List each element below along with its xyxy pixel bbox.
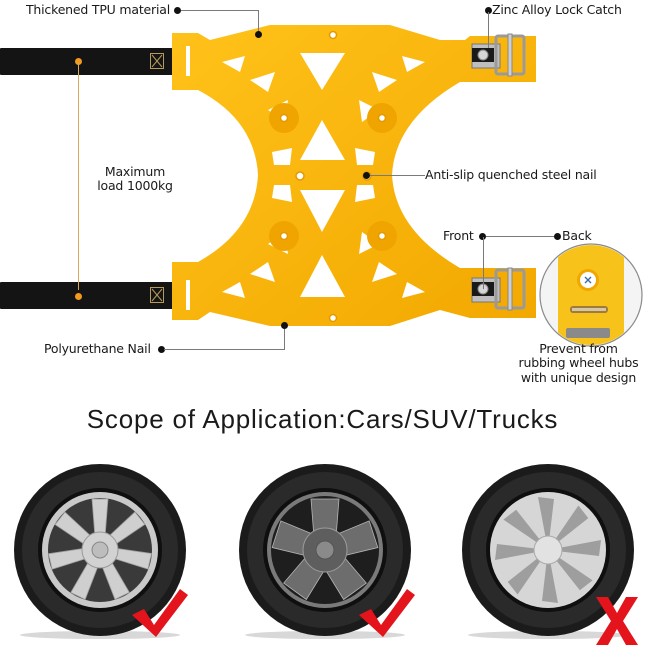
prevent-line-1: Prevent from bbox=[539, 341, 618, 356]
nail-callout-dot bbox=[363, 172, 370, 179]
load-callout-dot bbox=[75, 58, 82, 65]
max-load-label: Maximum load 1000kg bbox=[90, 164, 180, 194]
back-label: Back bbox=[562, 228, 592, 243]
polyurethane-nail-label: Polyurethane Nail bbox=[44, 341, 151, 356]
prevent-rubbing-label: Prevent from rubbing wheel hubs with uni… bbox=[512, 341, 645, 385]
check-mark-icon bbox=[359, 589, 415, 637]
tpu-callout-dot bbox=[174, 7, 181, 14]
lock-catch-label: Zinc Alloy Lock Catch bbox=[492, 2, 622, 17]
strap-logo-icon bbox=[150, 287, 164, 303]
back-callout-dot bbox=[554, 233, 561, 240]
nail-callout-line bbox=[370, 175, 425, 176]
anti-slip-nail-label: Anti-slip quenched steel nail bbox=[425, 167, 597, 182]
scope-headline: Scope of Application:Cars/SUV/Trucks bbox=[86, 404, 559, 434]
load-callout-line bbox=[78, 62, 79, 290]
strap-logo-icon bbox=[150, 53, 164, 69]
back-detail-magnifier bbox=[539, 243, 643, 347]
zinc-alloy-lock-catch-top bbox=[471, 33, 526, 77]
zinc-alloy-lock-catch-bottom bbox=[471, 267, 526, 311]
snow-chain-plate bbox=[172, 25, 536, 326]
max-load-line-1: Maximum bbox=[104, 164, 166, 179]
prevent-line-3: with unique design bbox=[520, 369, 637, 385]
top-strap bbox=[0, 48, 186, 75]
poly-callout-dot bbox=[281, 322, 288, 329]
tpu-callout-line bbox=[181, 10, 259, 11]
poly-callout-line bbox=[284, 326, 285, 350]
front-callout-dot bbox=[479, 233, 486, 240]
bottom-strap bbox=[0, 282, 186, 309]
wheel-dark-6-spoke bbox=[239, 464, 411, 639]
tpu-material-label: Thickened TPU material bbox=[26, 2, 170, 17]
front-back-line bbox=[486, 236, 556, 237]
front-callout-line bbox=[483, 237, 484, 289]
wheel-alloy-7-spoke bbox=[14, 464, 186, 639]
max-load-line-2: load 1000kg bbox=[97, 178, 173, 194]
cross-mark-icon bbox=[596, 597, 638, 645]
lock-callout-dot bbox=[485, 7, 492, 14]
check-mark-icon bbox=[132, 589, 188, 637]
poly-callout-dot bbox=[158, 346, 165, 353]
lock-callout-line bbox=[488, 12, 489, 48]
front-label: Front bbox=[443, 228, 474, 243]
poly-callout-line bbox=[164, 349, 284, 350]
tpu-callout-line bbox=[258, 10, 259, 33]
prevent-line-2: rubbing wheel hubs bbox=[518, 355, 639, 371]
load-callout-dot bbox=[75, 293, 82, 300]
wheel-hubcap bbox=[462, 464, 634, 639]
tpu-callout-dot bbox=[255, 31, 262, 38]
